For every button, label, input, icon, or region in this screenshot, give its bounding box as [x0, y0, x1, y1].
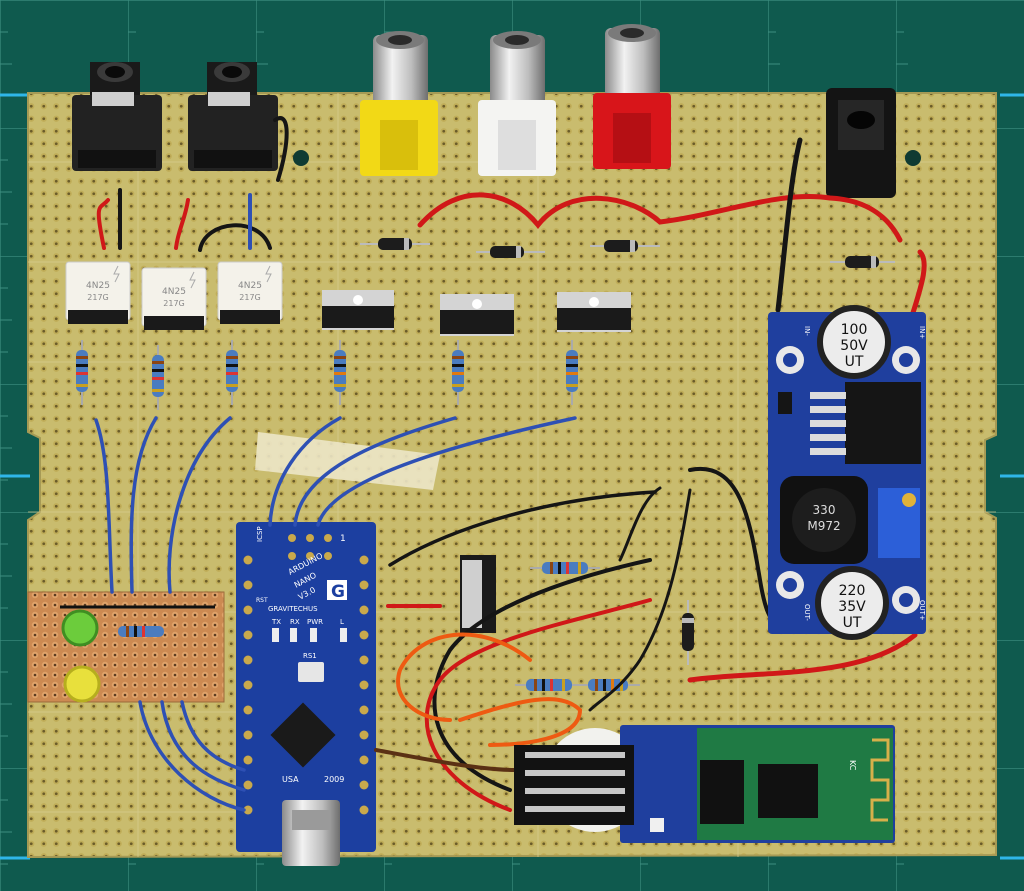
- optocoupler: 4N25 217G: [65, 261, 131, 324]
- wires: [94, 116, 927, 812]
- arduino-nano: ICSP 1 ARDUINO NANO V3.0 G GRAVITECHUS T…: [236, 522, 376, 866]
- optocoupler-code: 217G: [239, 293, 260, 302]
- buck-in-plus: IN+: [918, 326, 926, 339]
- diode: [682, 600, 694, 665]
- mini-usb-port[interactable]: [282, 800, 340, 866]
- mat-blue-markers: [0, 93, 1024, 860]
- cap-out-brand: UT: [843, 615, 862, 631]
- input-capacitor: [817, 305, 891, 379]
- resistor: [226, 340, 238, 405]
- resistor: [452, 340, 464, 405]
- inductor-code: M972: [807, 519, 840, 533]
- resistor: [152, 345, 164, 410]
- nano-country: USA: [282, 775, 299, 784]
- output-capacitor: [815, 566, 889, 640]
- regulator-ic: [845, 382, 921, 464]
- nano-maker: GRAVITECHUS: [268, 605, 318, 613]
- nano-rx-label: RX: [290, 618, 300, 626]
- reset-button[interactable]: [298, 662, 324, 682]
- resistor: [334, 340, 346, 405]
- nano-tx-label: TX: [271, 618, 281, 626]
- optocoupler-code: 217G: [163, 299, 184, 308]
- optocoupler-part: 4N25: [162, 287, 186, 297]
- resistor: [566, 340, 578, 405]
- mounting-hole: [905, 150, 921, 166]
- antenna-trace: [870, 738, 890, 822]
- nano-l-label: L: [340, 618, 344, 626]
- resistor: [76, 340, 88, 405]
- optocoupler-part: 4N25: [86, 281, 110, 291]
- buck-in-minus: IN-: [803, 326, 811, 336]
- transistor: [440, 294, 514, 336]
- cap-in-voltage: 50V: [840, 338, 868, 354]
- diode: [476, 246, 545, 258]
- transistor: [322, 290, 394, 330]
- optocoupler: 4N25 217G: [141, 267, 207, 330]
- mounting-hole: [293, 150, 309, 166]
- optocoupler: 4N25 217G: [217, 261, 283, 324]
- optocoupler-part: 4N25: [238, 281, 262, 291]
- resistor: [530, 562, 600, 574]
- led-green: [61, 609, 99, 647]
- led-yellow: [63, 665, 101, 703]
- nano-logo: G: [331, 582, 345, 602]
- cap-in-value: 100: [841, 322, 868, 338]
- diode: [830, 256, 895, 268]
- dc-power-jack: [826, 88, 896, 198]
- nano-pin1-label: 1: [340, 534, 346, 544]
- antenna-label: KC: [848, 760, 857, 771]
- buck-converter: IN- IN+ OUT- OUT+ 100 50V UT 330 M972 22…: [768, 305, 926, 640]
- diode: [590, 240, 660, 252]
- buck-out-minus: OUT-: [803, 604, 811, 621]
- nano-year: 2009: [324, 775, 344, 784]
- cap-out-value: 220: [839, 583, 866, 599]
- rca-jack-yellow: [360, 31, 438, 176]
- cap-in-brand: UT: [845, 354, 864, 370]
- buck-out-plus: OUT+: [918, 600, 926, 621]
- diode: [360, 238, 430, 250]
- inductor-value: 330: [813, 503, 836, 517]
- rca-jack-red: [593, 24, 671, 169]
- audio-jack: [72, 62, 162, 171]
- nano-pwr-label: PWR: [307, 618, 323, 626]
- nano-icsp-label: ICSP: [256, 526, 264, 542]
- optocoupler-code: 217G: [87, 293, 108, 302]
- led-board: [27, 591, 225, 703]
- transistor: [460, 555, 496, 633]
- resistor: [515, 679, 585, 691]
- transistor: [557, 292, 631, 332]
- rca-jack-white: [478, 31, 556, 176]
- cap-out-voltage: 35V: [838, 599, 866, 615]
- nano-reset-label: RS1: [303, 652, 317, 660]
- nano-rst-label: RST: [256, 597, 268, 604]
- audio-jack: [188, 62, 278, 171]
- atmega-chip: [270, 702, 336, 768]
- bluetooth-module: KC: [514, 725, 895, 843]
